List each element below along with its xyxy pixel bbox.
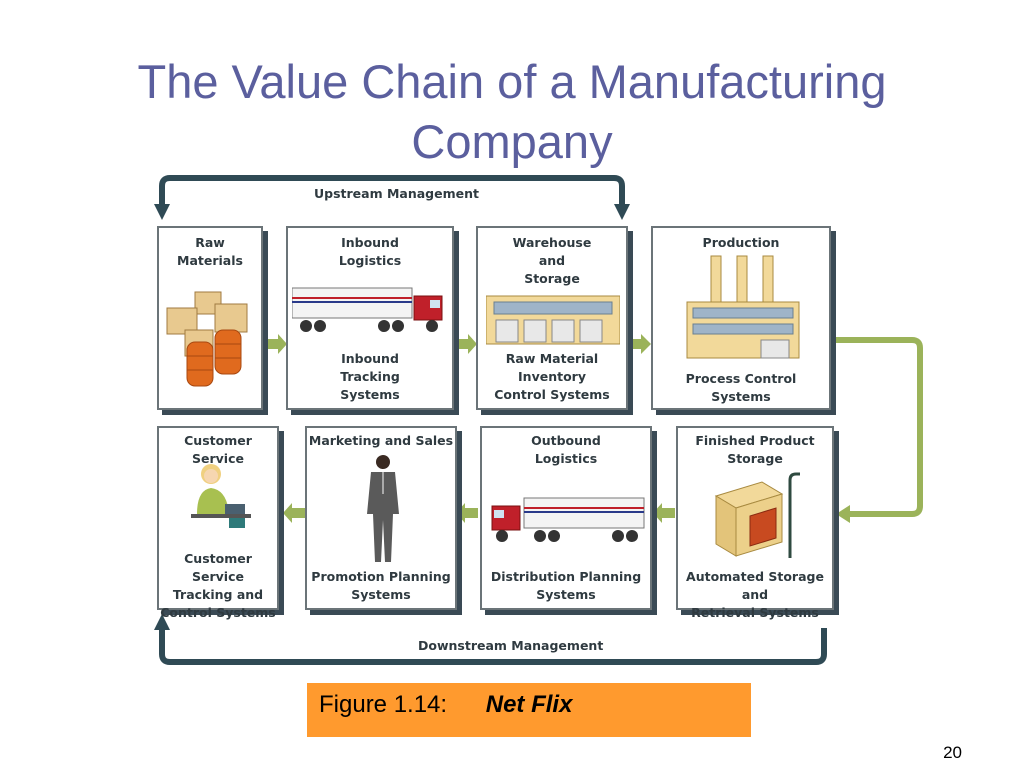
truck-icon [491, 497, 645, 542]
production-box: Production Process Control Systems [651, 226, 831, 410]
slide-title: The Value Chain of a Manufacturing Compa… [137, 55, 887, 168]
truck-icon [292, 287, 443, 332]
upstream-arrow-head-right [614, 204, 630, 220]
step-arrow-3 [628, 334, 651, 354]
step-title: Raw Materials [177, 235, 243, 268]
figure-number: Figure 1.14: [319, 691, 448, 718]
figure-caption: Figure 1.14: Net Flix [307, 683, 751, 737]
figure-film-title: Net Flix [485, 691, 573, 718]
step-arrow-5 [456, 503, 478, 523]
page-number: 20 [943, 743, 962, 762]
step-title: Customer Service [184, 433, 252, 466]
step-title: Warehouse and Storage [512, 235, 592, 286]
upstream-label: Upstream Management [308, 186, 485, 201]
boxes-barrels-icon [166, 291, 248, 387]
warehouse-icon [486, 295, 620, 345]
outbound-logistics-box: Outbound Logistics Distribution Planning… [480, 426, 652, 610]
step-system: Customer Service Tracking and Control Sy… [160, 551, 276, 620]
marketing-sales-box: Marketing and Sales Promotion Planning S… [305, 426, 457, 610]
step-title: Production [702, 235, 780, 250]
production-to-storage-head [836, 505, 850, 523]
step-system: Inbound Tracking Systems [340, 351, 400, 402]
step-arrow-2 [455, 334, 477, 354]
step-arrow-4 [653, 503, 675, 523]
step-title: Finished Product Storage [695, 433, 815, 466]
finished-storage-box: Finished Product Storage Automated Stora… [676, 426, 834, 620]
storage-unit-icon [714, 472, 800, 558]
step-arrow-6 [283, 503, 305, 523]
upstream-arrow [159, 175, 625, 206]
inbound-logistics-box: Inbound Logistics Inbound Tracking Syste… [286, 226, 454, 410]
downstream-label: Downstream Management [412, 638, 610, 653]
step-system: Promotion Planning Systems [311, 569, 451, 602]
step-title: Marketing and Sales [308, 433, 454, 448]
step-system: Distribution Planning Systems [490, 569, 642, 602]
raw-materials-box: Raw Materials [157, 226, 263, 410]
factory-icon [686, 255, 800, 359]
step-system: Raw Material Inventory Control Systems [494, 351, 610, 402]
step-title: Inbound Logistics [338, 235, 402, 268]
downstream-arrow [159, 628, 827, 665]
salesman-icon [367, 455, 399, 562]
step-title: Outbound Logistics [531, 433, 601, 466]
upstream-arrow-head-left [154, 204, 170, 220]
step-system: Process Control Systems [685, 371, 797, 404]
phone-agent-icon [191, 464, 251, 528]
downstream-arrow-head [154, 614, 170, 630]
customer-service-box: Customer Service Customer Service Tracki… [157, 426, 279, 620]
step-arrow-1 [264, 334, 287, 354]
warehouse-box: Warehouse and Storage Raw Material Inven… [476, 226, 628, 410]
production-to-storage-arrow [832, 337, 923, 517]
step-system: Automated Storage and Retrieval Systems [686, 569, 824, 620]
